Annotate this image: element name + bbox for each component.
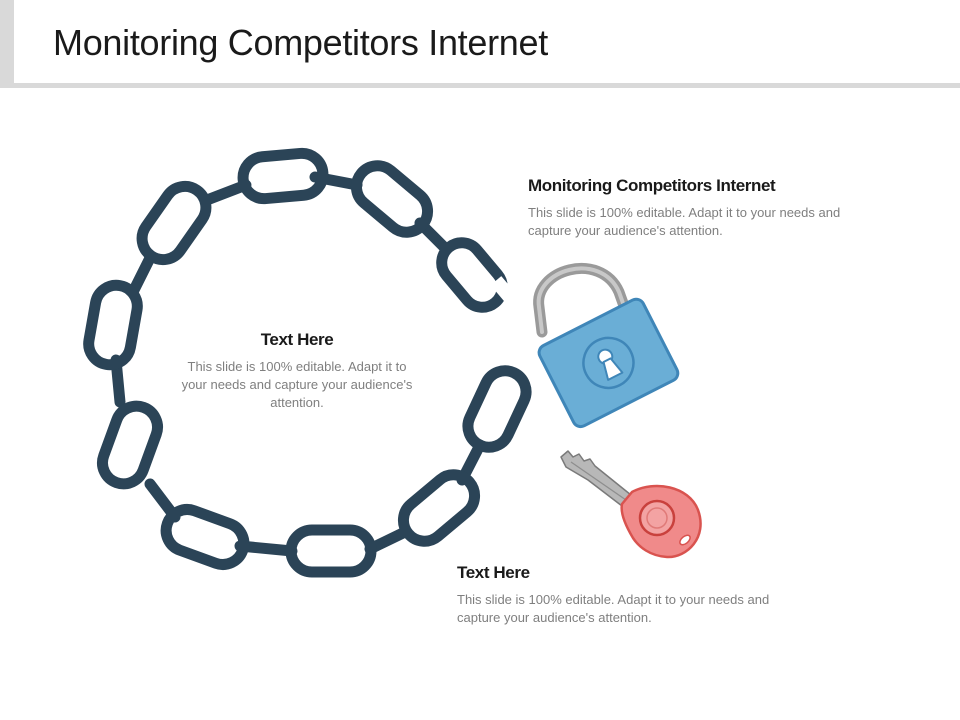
text-block-center: Text Here This slide is 100% editable. A… bbox=[180, 330, 414, 412]
chain-link bbox=[350, 160, 434, 238]
block-body: This slide is 100% editable. Adapt it to… bbox=[457, 592, 770, 625]
chain-link bbox=[397, 469, 481, 547]
block-body: This slide is 100% editable. Adapt it to… bbox=[528, 205, 841, 238]
chain-link bbox=[436, 237, 508, 313]
open-padlock-icon bbox=[533, 263, 680, 429]
block-body: This slide is 100% editable. Adapt it to… bbox=[181, 359, 413, 410]
chain-link bbox=[462, 365, 532, 453]
chain-break-gap bbox=[490, 276, 516, 302]
broken-chain-icon bbox=[83, 147, 532, 578]
chain-link bbox=[160, 504, 250, 570]
chain-link bbox=[83, 279, 143, 371]
chain-link bbox=[237, 147, 329, 205]
chain-connector bbox=[128, 252, 156, 296]
block-heading: Text Here bbox=[457, 563, 530, 582]
chain-link bbox=[97, 400, 163, 490]
header-band bbox=[0, 0, 960, 86]
page-title: Monitoring Competitors Internet bbox=[53, 22, 548, 63]
chain-link bbox=[285, 524, 377, 578]
header-rule bbox=[0, 83, 960, 88]
block-heading: Text Here bbox=[260, 330, 334, 349]
header-accent-bar bbox=[0, 0, 14, 86]
chain-link bbox=[136, 180, 212, 266]
text-block-bottom: Text Here This slide is 100% editable. A… bbox=[457, 563, 797, 627]
block-heading: Monitoring Competitors Internet bbox=[528, 176, 776, 195]
text-block-top: Monitoring Competitors Internet This sli… bbox=[528, 176, 868, 240]
key-icon bbox=[560, 450, 702, 559]
